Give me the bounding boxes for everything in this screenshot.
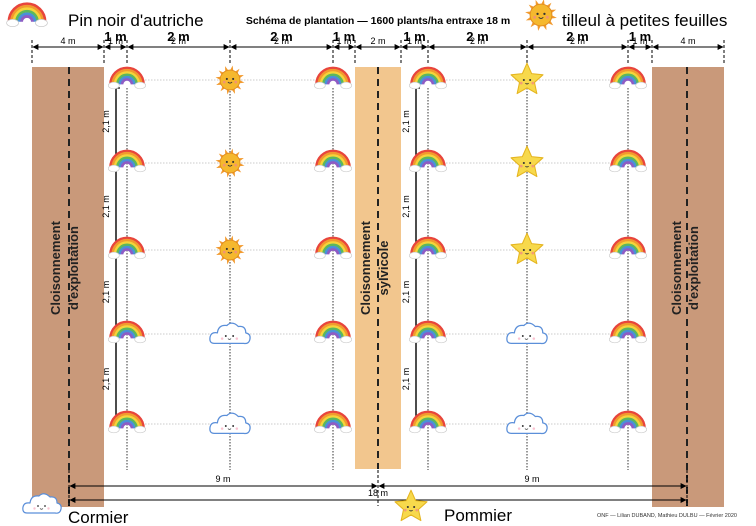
plant-right-r2c2-rainbow-icon: [608, 236, 648, 260]
top-dim-label-7: 2 m: [470, 36, 485, 46]
row-dim-left-label-0: 2,1 m: [101, 110, 111, 133]
legend-star-icon: [394, 489, 428, 522]
legend-label-sun: tilleul à petites feuilles: [562, 11, 727, 30]
plant-left-r1c1-sun-icon: [215, 148, 245, 178]
plant-left-r3c1-cloud-icon: [209, 322, 251, 345]
top-dim-label-1: 1 m: [108, 36, 123, 46]
top-dim-label-2: 2 m: [171, 36, 186, 46]
plant-left-r4c2-rainbow-icon: [313, 410, 353, 434]
row-dim-left-label-1: 2,1 m: [101, 195, 111, 218]
credit-text: ONF — Lilian DUBAND, Mathieu DULBU — Fév…: [597, 513, 737, 519]
plant-left-r0c1-sun-icon: [215, 65, 245, 95]
row-dim-right-label-1: 2,1 m: [401, 195, 411, 218]
plant-right-r0c2-rainbow-icon: [608, 66, 648, 90]
top-dim-label-8: 2 m: [570, 36, 585, 46]
plant-right-r1c0-rainbow-icon: [408, 149, 448, 173]
legend-rainbow-icon: [6, 2, 48, 27]
plant-left-r1c2-rainbow-icon: [313, 149, 353, 173]
plant-right-r4c1-cloud-icon: [506, 412, 548, 435]
legend-label-cloud: Cormier: [68, 508, 129, 526]
plant-right-r2c1-star-icon: [510, 232, 544, 265]
row-dim-right-label-2: 2,1 m: [401, 281, 411, 304]
legend-label-star: Pommier: [444, 506, 512, 525]
bottom-label-9m-left: 9 m: [215, 474, 230, 484]
top-dim-bold-2: 2 m: [167, 29, 189, 44]
plant-left-r3c0-rainbow-icon: [107, 320, 147, 344]
row-dim-left-label-2: 2,1 m: [101, 281, 111, 304]
band-middle-label-1: Cloisonnement: [358, 220, 373, 315]
band-left-label-1: Cloisonnement: [48, 220, 63, 315]
plant-right-r4c2-rainbow-icon: [608, 410, 648, 434]
band-right-label-1: Cloisonnement: [669, 220, 684, 315]
legend-sun-icon: [525, 0, 557, 31]
plant-left-r1c0-rainbow-icon: [107, 149, 147, 173]
top-dim-bold-3: 2 m: [270, 29, 292, 44]
page-title: Schéma de plantation — 1600 plants/ha en…: [246, 15, 510, 27]
plant-right-r0c1-star-icon: [510, 62, 544, 95]
legend-cloud-icon: [22, 493, 62, 514]
band-middle-label-2: sylvicole: [376, 241, 391, 296]
top-dim-bold-7: 2 m: [466, 29, 488, 44]
bottom-label-9m-right: 9 m: [524, 474, 539, 484]
plant-left-r0c2-rainbow-icon: [313, 66, 353, 90]
plant-right-r3c0-rainbow-icon: [408, 320, 448, 344]
plant-right-r1c2-rainbow-icon: [608, 149, 648, 173]
top-dim-label-4: 1 m: [336, 36, 351, 46]
plant-left-r2c1-sun-icon: [215, 235, 245, 265]
legend-label-rainbow: Pin noir d'autriche: [68, 11, 204, 30]
plant-left-r2c2-rainbow-icon: [313, 236, 353, 260]
band-left-label-2: d'exploitation: [66, 226, 81, 310]
bottom-label-18m: 18 m: [368, 488, 388, 498]
band-right-label-2: d'exploitation: [686, 226, 701, 310]
top-dim-label-0: 4 m: [60, 36, 75, 46]
top-dim-label-3: 2 m: [274, 36, 289, 46]
plant-left-r0c0-rainbow-icon: [107, 66, 147, 90]
top-dim-label-5: 2 m: [370, 36, 385, 46]
plant-left-r4c0-rainbow-icon: [107, 410, 147, 434]
plant-right-r3c1-cloud-icon: [506, 322, 548, 345]
plant-right-r4c0-rainbow-icon: [408, 410, 448, 434]
plant-right-r1c1-star-icon: [510, 145, 544, 178]
plants-layer: [107, 62, 648, 435]
top-dim-label-9: 1 m: [632, 36, 647, 46]
plant-right-r0c0-rainbow-icon: [408, 66, 448, 90]
top-dim-bold-8: 2 m: [566, 29, 588, 44]
top-dim-bold-6: 1 m: [403, 29, 425, 44]
plant-left-r2c0-rainbow-icon: [107, 236, 147, 260]
top-dim-bold-9: 1 m: [629, 29, 651, 44]
top-dim-bold-4: 1 m: [333, 29, 355, 44]
top-dim-bold-1: 1 m: [104, 29, 126, 44]
top-dim-label-6: 1 m: [407, 36, 422, 46]
row-dim-right-label-0: 2,1 m: [401, 110, 411, 133]
plant-right-r2c0-rainbow-icon: [408, 236, 448, 260]
plant-left-r3c2-rainbow-icon: [313, 320, 353, 344]
row-dim-right-label-3: 2,1 m: [401, 368, 411, 391]
row-dim-left-label-3: 2,1 m: [101, 368, 111, 391]
legend-layer: [6, 0, 557, 522]
top-dim-label-10: 4 m: [680, 36, 695, 46]
plant-left-r4c1-cloud-icon: [209, 412, 251, 435]
plant-right-r3c2-rainbow-icon: [608, 320, 648, 344]
